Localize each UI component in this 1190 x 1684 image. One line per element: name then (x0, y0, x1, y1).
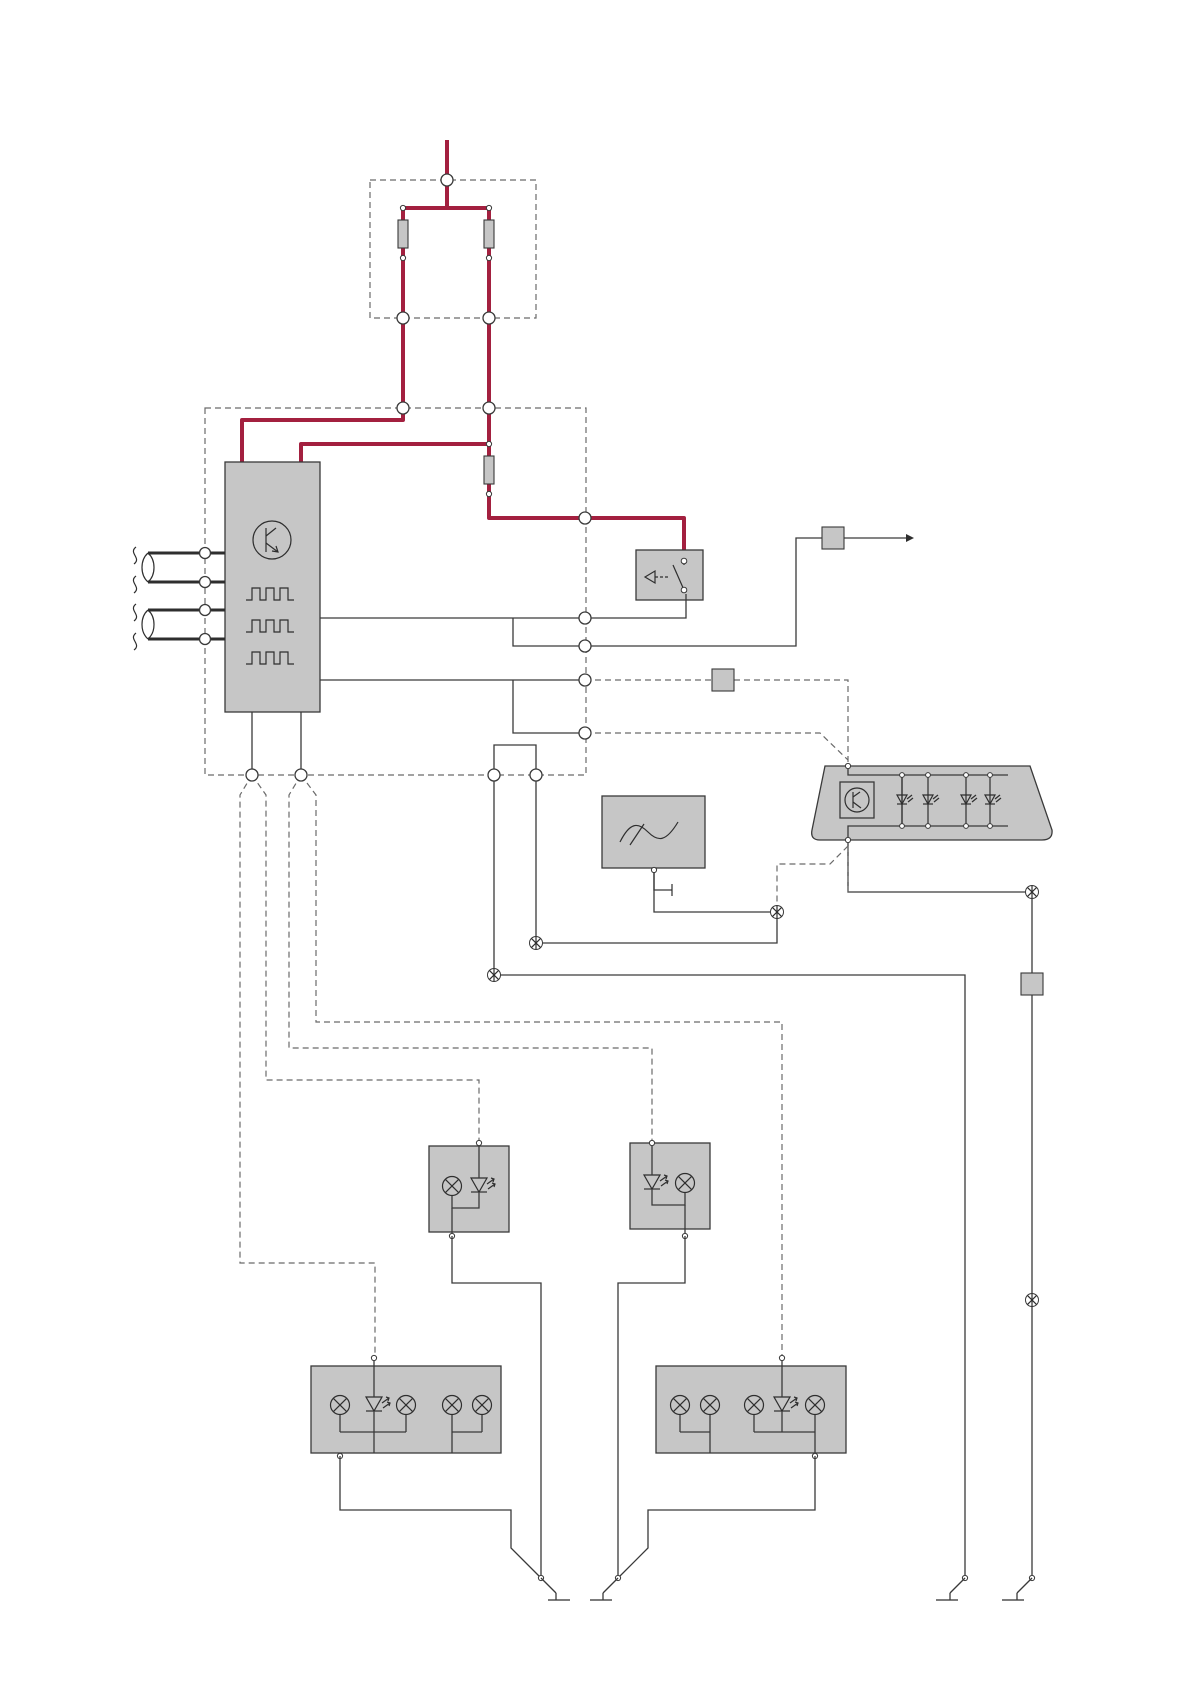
connector-arrow (822, 527, 914, 549)
rear-ground-wires (340, 1456, 815, 1578)
switch-relay (636, 550, 703, 600)
lamp-unit-left (429, 1140, 509, 1238)
ground-points (538, 1575, 1034, 1600)
fuse-box (370, 180, 536, 318)
rear-lamp-left (311, 1355, 501, 1458)
splice-points (488, 886, 1039, 1307)
sine-generator (602, 796, 705, 896)
led-bar-unit (812, 763, 1052, 842)
lamp-unit-right (630, 1140, 710, 1238)
dashed-connector-box (712, 669, 734, 691)
data-bus-lines (133, 547, 225, 650)
rear-lamp-right (656, 1355, 846, 1458)
right-ground-wire (1021, 892, 1043, 1578)
control-module (225, 462, 320, 712)
